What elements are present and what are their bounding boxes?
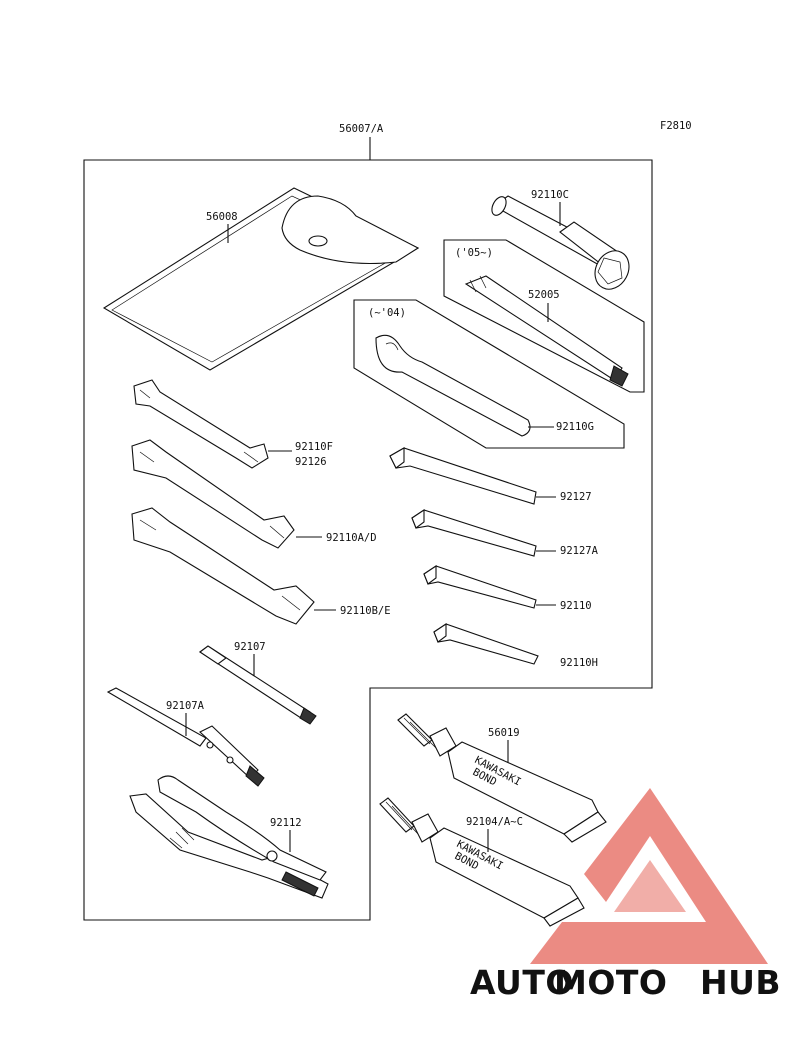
screwdriver-alt-label: 92107A	[166, 700, 205, 712]
hex-key-3-label: 92110	[560, 600, 592, 612]
spanner-year-label: (~'04)	[368, 307, 406, 319]
wrench-small-label-b: 92126	[295, 456, 327, 468]
bond-tube-2-label: 92104/A~C	[466, 816, 523, 828]
bit-subbox	[443, 239, 645, 393]
hex-key-2-label: 92127A	[560, 545, 599, 557]
bond-tube-2	[379, 797, 585, 927]
wrench-small-label-a: 92110F	[295, 441, 333, 453]
wrench-small	[133, 379, 269, 469]
hex-key-4	[433, 622, 539, 665]
pliers	[129, 775, 329, 899]
watermark-text-hub: HUB	[700, 963, 781, 1002]
wrench-large-label: 92110B/E	[340, 605, 391, 617]
watermark-text-moto: MOTO	[554, 963, 667, 1002]
spanner	[375, 334, 531, 437]
figure-code: F2810	[660, 120, 692, 132]
hex-key-2	[411, 508, 537, 557]
hex-key-4-label: 92110H	[560, 657, 598, 669]
wrench-large	[131, 507, 315, 625]
bond-tube-1-label: 56019	[488, 727, 520, 739]
bond-tube-1	[397, 713, 607, 843]
hex-key-3	[423, 564, 537, 609]
screwdriver-alt	[106, 687, 265, 787]
bit-year-label: ('05~)	[455, 247, 493, 259]
screwdriver-bit	[464, 275, 629, 387]
screwdriver	[199, 645, 317, 725]
hex-key-1-label: 92127	[560, 491, 592, 503]
tool-pouch	[102, 187, 420, 371]
kit-boundary	[83, 159, 653, 921]
spanner-subbox	[353, 299, 625, 449]
wrench-medium-label: 92110A/D	[326, 532, 377, 544]
watermark-text-auto: AUTO	[470, 963, 574, 1002]
kit-label: 56007/A	[339, 123, 384, 135]
hex-key-1	[389, 447, 537, 505]
wrench-medium	[131, 439, 295, 549]
bit-label: 52005	[528, 289, 560, 301]
pliers-label: 92112	[270, 817, 302, 829]
pouch-label: 56008	[206, 211, 238, 223]
screwdriver-label: 92107	[234, 641, 266, 653]
socket-wrench-label: 92110C	[531, 189, 569, 201]
spanner-label: 92110G	[556, 421, 594, 433]
socket-wrench	[491, 195, 630, 290]
watermark-logo	[530, 788, 768, 964]
